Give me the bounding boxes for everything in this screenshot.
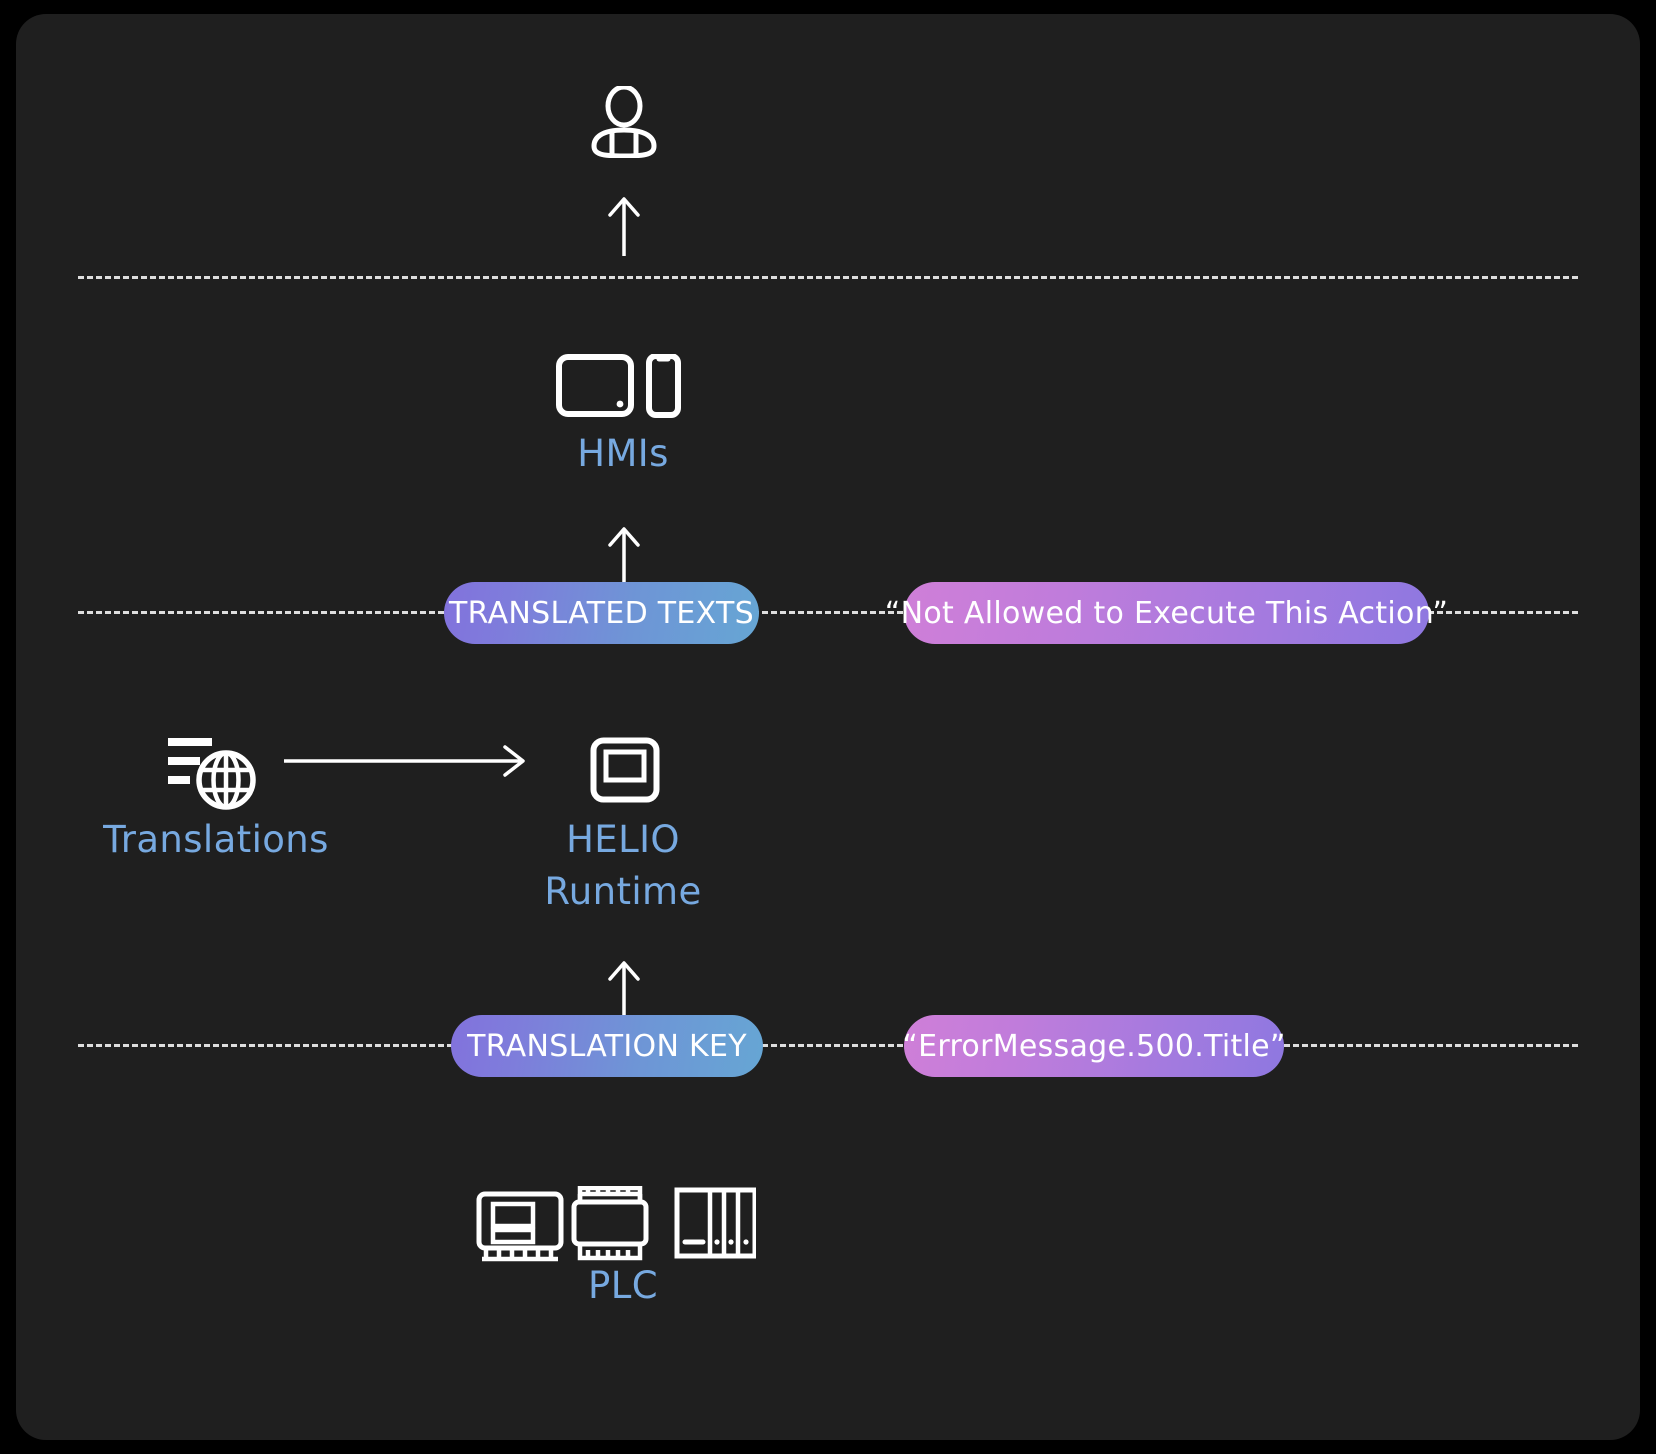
node-label-helio: HELIO Runtime (544, 818, 702, 913)
pill-key-example[interactable]: “ErrorMessage.500.Title” (902, 1015, 1285, 1077)
runtime-screen-icon (590, 737, 660, 803)
pill-translation-key[interactable]: TRANSLATION KEY (451, 1015, 763, 1077)
arrow-translations-to-helio (284, 741, 529, 781)
user-icon (589, 86, 659, 158)
plc-modules-icon (476, 1186, 756, 1262)
pill-translated-texts[interactable]: TRANSLATED TEXTS (444, 582, 759, 644)
rail-translation-key (78, 1044, 1578, 1047)
pill-translated-example[interactable]: “Not Allowed to Execute This Action” (885, 582, 1448, 644)
arrow-hmis-to-user (604, 196, 644, 256)
node-label-hmis: HMIs (577, 432, 669, 475)
monitor-phone-icon (556, 354, 681, 420)
rail-top (78, 276, 1578, 279)
node-label-plc: PLC (588, 1264, 658, 1307)
rail-translated-texts (78, 611, 1578, 614)
diagram-canvas: HMIs TRANSLATED TEXTS “Not Allowed to Ex… (16, 14, 1640, 1440)
text-globe-icon (164, 732, 264, 814)
node-label-translations: Translations (103, 818, 329, 861)
